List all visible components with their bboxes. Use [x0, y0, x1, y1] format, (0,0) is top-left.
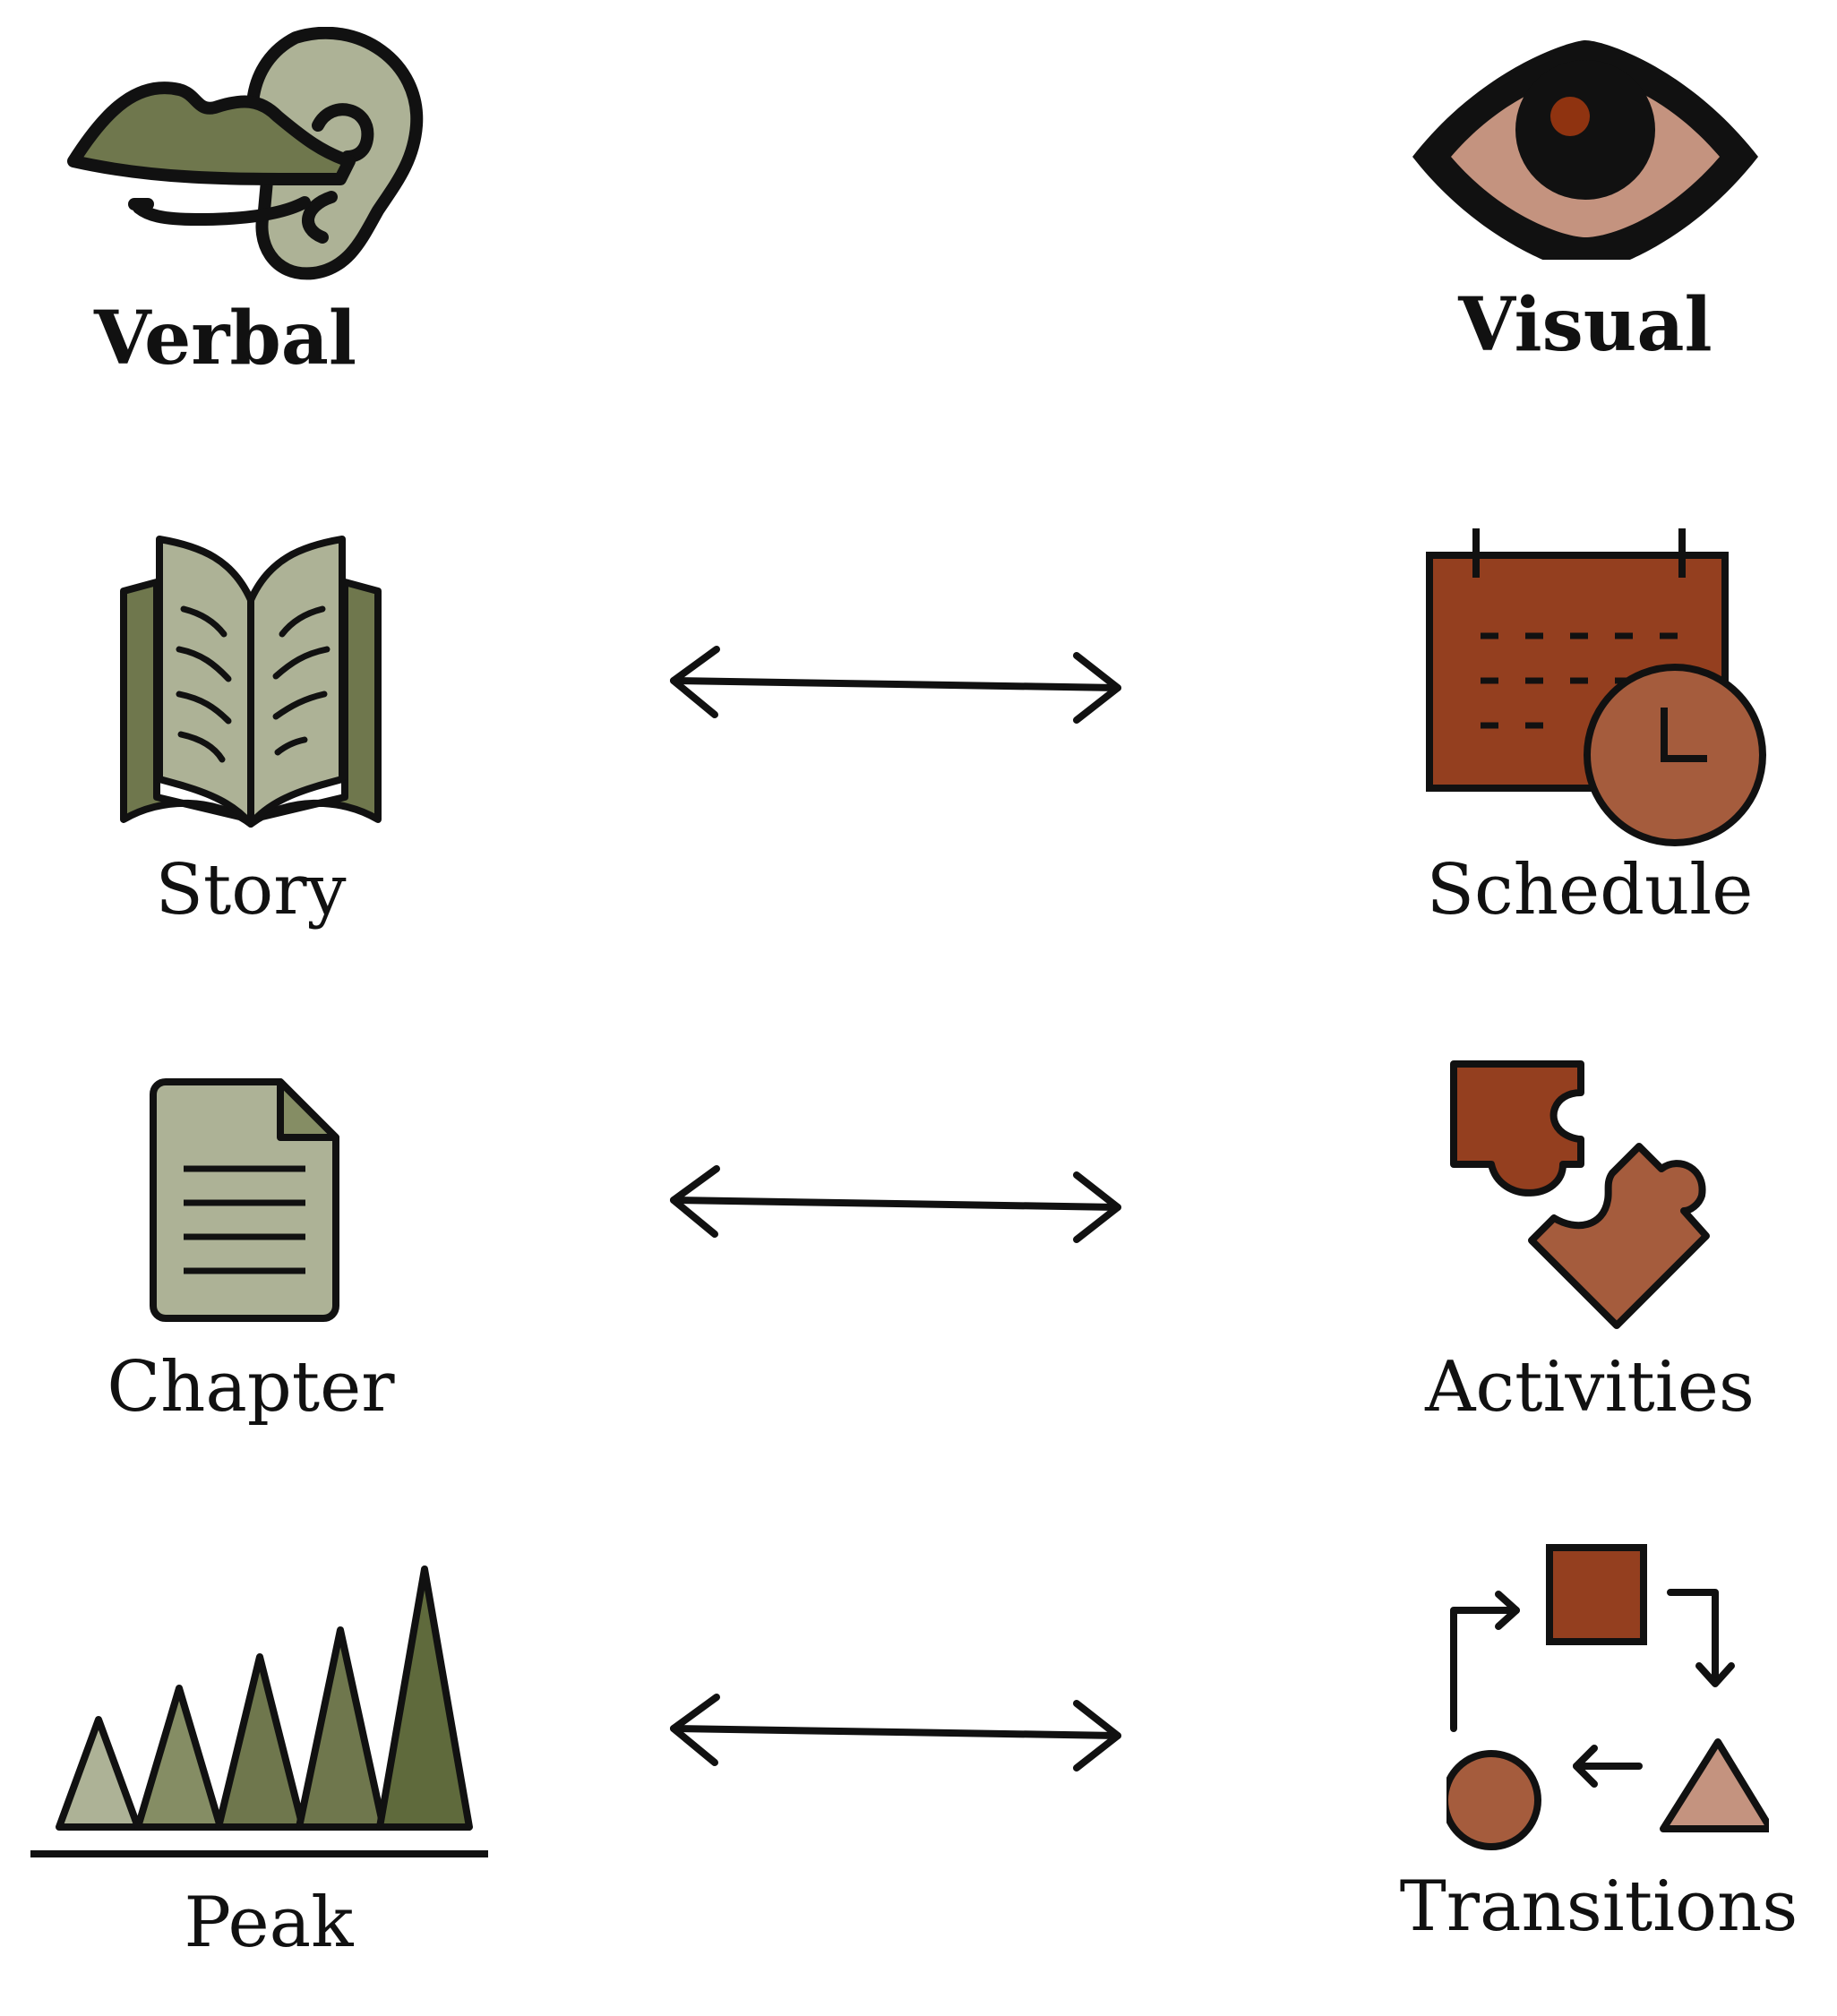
double-headed-arrow: [670, 646, 1121, 724]
schedule-label: Schedule: [1426, 850, 1754, 931]
transitions-label: Transitions: [1399, 1866, 1798, 1947]
chapter-label: Chapter: [107, 1347, 395, 1428]
visual-label: Visual: [1458, 282, 1713, 368]
eye-icon: [1412, 40, 1758, 260]
peaks-icon: [30, 1566, 488, 1857]
double-headed-arrow: [670, 1694, 1121, 1772]
shape-cycle-icon: [1446, 1544, 1769, 1850]
open-book-icon: [120, 536, 382, 828]
double-headed-arrow: [670, 1165, 1121, 1243]
peak-label: Peak: [184, 1883, 354, 1963]
activities-label: Activities: [1425, 1347, 1755, 1428]
calendar-clock-icon: [1426, 528, 1766, 846]
puzzle-pieces-icon: [1450, 1060, 1710, 1329]
speaking-ear-icon: [67, 27, 424, 280]
document-icon: [150, 1078, 339, 1322]
verbal-label: Verbal: [94, 296, 357, 382]
story-label: Story: [155, 850, 347, 931]
